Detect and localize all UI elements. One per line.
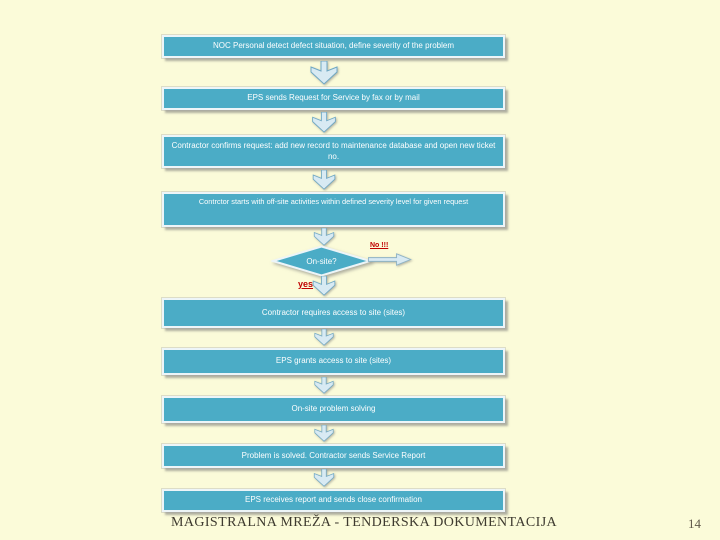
yes-branch-label: yes [298,279,314,289]
no-branch-right-arrow-icon [368,252,412,267]
flow-step-6: EPS grants access to site (sites) [162,348,505,375]
footer-title: MAGISTRALNA MREŽA - TENDERSKA DOKUMENTAC… [171,515,558,530]
down-arrow-icon [308,329,340,346]
down-arrow-icon [308,469,340,487]
flow-step-5: Contractor requires access to site (site… [162,298,505,328]
down-arrow-icon [310,276,338,296]
flow-step-8: Problem is solved. Contractor sends Serv… [162,444,505,468]
down-arrow-icon [308,425,340,442]
decision-diamond [269,245,374,277]
decision-label: On-site? [306,256,337,266]
down-arrow-icon [308,377,340,394]
down-arrow-icon [308,61,340,85]
flow-step-4: Contrctor starts with off-site activitie… [162,192,505,227]
flow-step-7: On-site problem solving [162,396,505,423]
flow-step-2: EPS sends Request for Service by fax or … [162,87,505,110]
flow-step-1: NOC Personal detect defect situation, de… [162,35,505,58]
page-number: 14 [688,516,701,531]
down-arrow-icon [308,170,340,190]
flow-step-3: Contractor confirms request: add new rec… [162,135,505,168]
flow-step-9: EPS receives report and sends close conf… [162,489,505,512]
down-arrow-icon [308,112,340,133]
down-arrow-icon [310,228,338,246]
no-branch-label: No !!! [370,242,389,249]
